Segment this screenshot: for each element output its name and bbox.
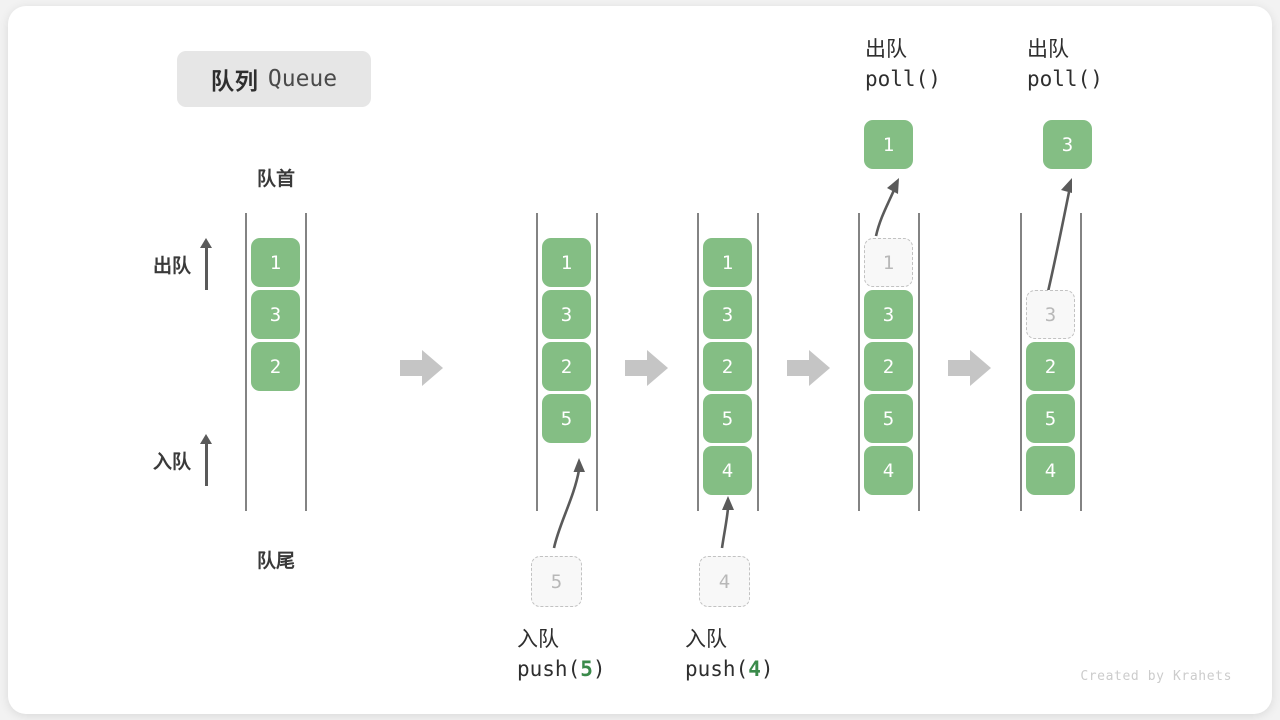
queue-cell: 1 [251, 238, 300, 287]
queue-column-initial: 1 3 2 [245, 213, 307, 511]
dequeue-side-label: 出队 [153, 238, 213, 290]
diagram-card: 队列 Queue 队首 队尾 出队 入队 1 3 2 [8, 6, 1272, 714]
credit-text: Created by Krahets [1080, 669, 1232, 684]
incoming-ghost-cell: 5 [531, 556, 582, 607]
queue-cell: 5 [1026, 394, 1075, 443]
queue-cell: 5 [703, 394, 752, 443]
enqueue-side-label: 入队 [153, 434, 213, 486]
caption-code-number: 4 [748, 656, 761, 681]
caption-chinese: 入队 [685, 628, 727, 651]
queue-rail-right [305, 213, 307, 511]
queue-rail-left [536, 213, 538, 511]
caption-code-number: 5 [580, 656, 593, 681]
dequeue-arrow-icon [874, 178, 899, 237]
transition-arrow-icon [948, 350, 991, 386]
queue-cell: 2 [703, 342, 752, 391]
caption-chinese: 出队 [865, 38, 907, 61]
queue-head-label: 队首 [256, 169, 295, 190]
title-english: Queue [267, 66, 338, 92]
caption-chinese: 入队 [517, 628, 559, 651]
queue-cell: 1 [703, 238, 752, 287]
popped-cell: 3 [1043, 120, 1092, 169]
queue-cell: 3 [542, 290, 591, 339]
queue-cell: 5 [542, 394, 591, 443]
queue-cell: 2 [251, 342, 300, 391]
queue-rail-left [858, 213, 860, 511]
queue-rail-left [1020, 213, 1022, 511]
queue-cell: 3 [703, 290, 752, 339]
queue-rail-left [245, 213, 247, 511]
queue-rail-right [757, 213, 759, 511]
queue-cell-ghost: 1 [864, 238, 913, 287]
queue-cell: 4 [703, 446, 752, 495]
queue-column-after-poll-1: 1 3 2 5 4 [858, 213, 920, 511]
queue-rail-right [1080, 213, 1082, 511]
title-badge: 队列 Queue [177, 51, 371, 107]
popped-cell: 1 [864, 120, 913, 169]
queue-cell: 4 [1026, 446, 1075, 495]
queue-column-after-poll-3: 3 2 5 4 [1020, 213, 1082, 511]
caption-code: push(4) [685, 656, 774, 681]
queue-cell: 4 [864, 446, 913, 495]
enqueue-arrow-icon [552, 458, 585, 549]
caption-code: poll() [865, 66, 941, 91]
enqueue-side-text: 入队 [153, 451, 192, 473]
queue-cell: 5 [864, 394, 913, 443]
dequeue-arrow-icon [1045, 178, 1072, 297]
queue-column-after-push-4: 1 3 2 5 4 [697, 213, 759, 511]
poll-caption-1: 出队 poll() [865, 36, 941, 94]
queue-tail-label: 队尾 [256, 551, 295, 572]
caption-code: push(5) [517, 656, 606, 681]
push-4-caption: 入队 push(4) [685, 626, 774, 684]
queue-cell: 2 [1026, 342, 1075, 391]
diagram-stage: 队列 Queue 队首 队尾 出队 入队 1 3 2 [8, 6, 1272, 714]
queue-rail-right [596, 213, 598, 511]
dequeue-side-text: 出队 [153, 255, 192, 277]
up-arrow-icon [200, 434, 213, 486]
queue-cell-ghost: 3 [1026, 290, 1075, 339]
caption-chinese: 出队 [1027, 38, 1069, 61]
enqueue-arrow-icon [720, 496, 734, 549]
queue-column-after-push-5: 1 3 2 5 [536, 213, 598, 511]
queue-rail-left [697, 213, 699, 511]
queue-cell: 2 [864, 342, 913, 391]
transition-arrow-icon [625, 350, 668, 386]
transition-arrow-icon [787, 350, 830, 386]
queue-cell: 3 [864, 290, 913, 339]
queue-cell: 3 [251, 290, 300, 339]
title-chinese: 队列 [210, 68, 259, 94]
caption-code: poll() [1027, 66, 1103, 91]
queue-cell: 1 [542, 238, 591, 287]
push-5-caption: 入队 push(5) [517, 626, 606, 684]
incoming-ghost-cell: 4 [699, 556, 750, 607]
transition-arrow-icon [400, 350, 443, 386]
up-arrow-icon [200, 238, 213, 290]
queue-cell: 2 [542, 342, 591, 391]
poll-caption-2: 出队 poll() [1027, 36, 1103, 94]
queue-rail-right [918, 213, 920, 511]
